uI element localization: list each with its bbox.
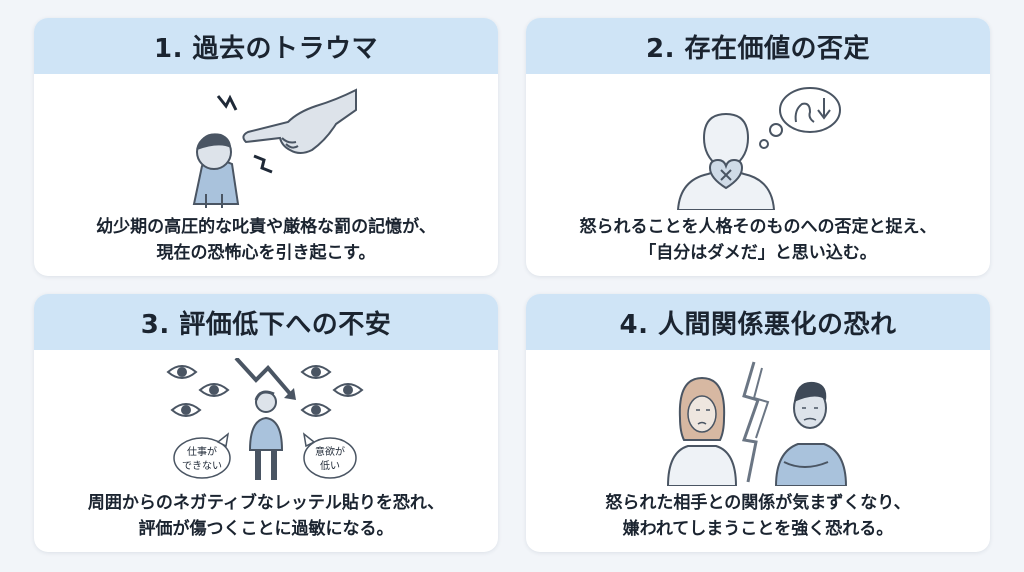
eye-icon: [301, 403, 331, 417]
description-line: 怒られることを人格そのものへの否定と捉え、: [579, 217, 937, 237]
eye-icon: [301, 365, 331, 379]
eye-icon: [199, 383, 229, 397]
card-description: 怒られた相手との関係が気まずくなり、 嫌われてしまうことを強く恐れる。: [536, 490, 980, 542]
two-people-illustration: [666, 361, 848, 486]
card-description: 幼少期の高圧的な叱責や厳格な罰の記憶が、 現在の恐怖心を引き起こす。: [44, 214, 488, 266]
illustration-relationship: [526, 358, 990, 486]
card-past-trauma: 1. 過去のトラウマ 幼少期の高圧的な叱責や厳格な罰の記憶が、 現在の恐怖心を引…: [34, 18, 498, 276]
card-description: 怒られることを人格そのものへの否定と捉え、 「自分はダメだ」と思い込む。: [536, 214, 980, 266]
description-line: 周囲からのネガティブなレッテル貼りを恐れ、: [87, 493, 445, 513]
card-relationship-fear: 4. 人間関係悪化の恐れ 怒られた相手との関係が気まずくなり、 嫌われてしまうこ…: [526, 294, 990, 552]
person-silhouette-icon: [676, 87, 841, 210]
description-line: 怒られた相手との関係が気まずくなり、: [605, 493, 911, 513]
description-line: 現在の恐怖心を引き起こす。: [156, 243, 376, 263]
boy-icon: [192, 133, 240, 208]
eye-icon: [171, 403, 201, 417]
thought-bubble-icon: [759, 87, 841, 149]
card-title: 1. 過去のトラウマ: [34, 18, 498, 74]
bubble-text: できない: [182, 460, 222, 472]
card-title: 4. 人間関係悪化の恐れ: [526, 294, 990, 350]
down-arrow-icon: [817, 98, 831, 120]
description-line: 幼少期の高圧的な叱責や厳格な罰の記憶が、: [96, 217, 436, 237]
lightning-crack-icon: [741, 361, 760, 483]
card-title: 2. 存在価値の否定: [526, 18, 990, 74]
down-arrow-icon: [234, 358, 294, 398]
bubble-text: 低い: [320, 459, 340, 472]
eye-icon: [167, 365, 197, 379]
bubble-text: 仕事が: [187, 445, 217, 458]
pointing-hand-icon: [192, 88, 357, 208]
description-line: 「自分はダメだ」と思い込む。: [639, 243, 877, 263]
description-line: 評価が傷つくことに過敏になる。: [138, 519, 394, 539]
eye-icon: [333, 383, 363, 397]
illustration-evaluation: 仕事が できない 意欲が 低い: [34, 358, 498, 486]
description-line: 嫌われてしまうことを強く恐れる。: [622, 519, 894, 539]
illustration-self-worth: [526, 82, 990, 210]
watching-eyes-illustration: 仕事が できない 意欲が 低い: [167, 358, 363, 480]
card-self-worth-denial: 2. 存在価値の否定 怒られることを人格そのものへの否定と捉え、 「自分はダメだ…: [526, 18, 990, 276]
illustration-trauma: [34, 82, 498, 210]
bubble-text: 意欲が: [315, 445, 345, 458]
card-description: 周囲からのネガティブなレッテル貼りを恐れ、 評価が傷つくことに過敏になる。: [44, 490, 488, 542]
card-evaluation-anxiety: 3. 評価低下への不安 仕: [34, 294, 498, 552]
card-title: 3. 評価低下への不安: [34, 294, 498, 350]
broken-heart-icon: [708, 158, 744, 190]
